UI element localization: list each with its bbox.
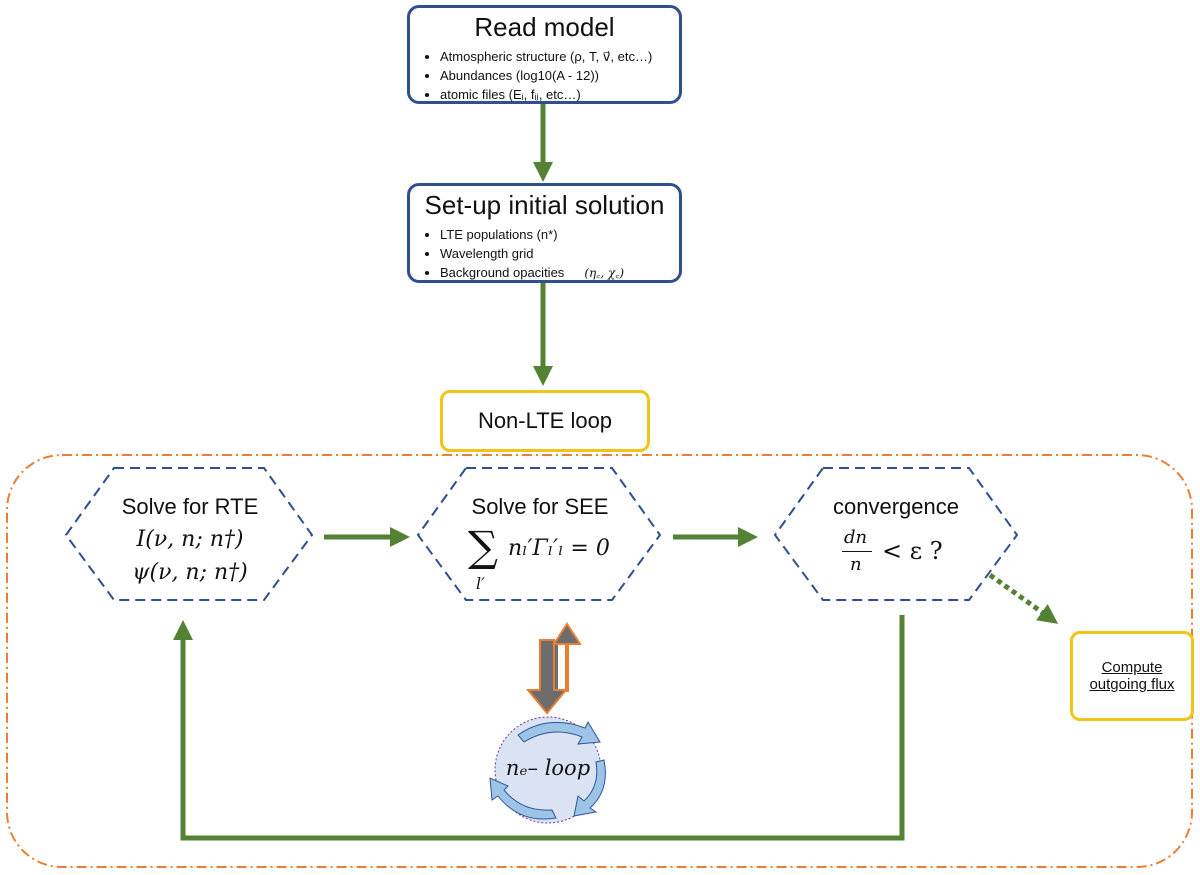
setup-item: LTE populations (n*) [440,225,673,244]
nonlte-loop-label: Non-LTE loop [477,408,613,433]
rte-equation-operator: ψ(ν, n; n†) [132,560,248,585]
see-equation-body: nₗ′Γₗ′ₗ = 0 [508,536,610,561]
rte-hexagon [64,467,314,601]
updown-exchange-icon [525,622,582,715]
arrow-feedback-loop [173,615,905,841]
convergence-fraction-bar [842,551,872,552]
read-model-list: Atmospheric structure (ρ, T, v⃗, etc…) A… [416,47,673,104]
setup-item: Background opacities (η꜀, χ꜀) [440,263,673,283]
opacities-note: (η꜀, χ꜀) [584,266,625,280]
nonlte-loop-box: Non-LTE loop [440,390,650,452]
convergence-hexagon [773,467,1019,601]
convergence-criterion: dn n < ε ? [830,527,980,587]
compute-flux-line2: outgoing flux [1089,676,1175,693]
see-equation: ∑ l′ nₗ′Γₗ′ₗ = 0 [460,522,640,602]
convergence-title: convergence [833,494,959,519]
read-model-item: Abundances (log10(A - 12)) [440,66,673,85]
setup-item-label: Background opacities [440,265,565,280]
setup-item: Wavelength grid [440,244,673,263]
convergence-condition: < ε ? [882,537,943,565]
rte-title: Solve for RTE [121,494,259,519]
read-model-box: Read model Atmospheric structure (ρ, T, … [407,5,682,104]
compute-flux-box: Compute outgoing flux [1070,631,1194,721]
see-sum-index: l′ [476,574,485,593]
read-model-item: Atmospheric structure (ρ, T, v⃗, etc…) [440,47,673,66]
ne-loop-label: nₑ– loop [505,756,591,780]
convergence-numerator: dn [844,527,868,548]
arrow-to-flux [988,572,1059,624]
setup-title: Set-up initial solution [424,190,665,220]
setup-box: Set-up initial solution LTE populations … [407,183,682,283]
convergence-denominator: n [850,554,862,575]
compute-flux-line1: Compute [1101,659,1163,676]
ne-loop-cycle-icon [489,716,606,824]
see-sum-symbol: ∑ [468,522,498,571]
read-model-item: atomic files (Eᵢ, fᵢⱼ, etc…) [440,85,673,104]
rte-equation-intensity: I(ν, n; n†) [136,527,244,552]
setup-list: LTE populations (n*) Wavelength grid Bac… [416,225,673,283]
see-hexagon [416,467,662,601]
nonlte-loop-container [6,454,1193,868]
see-title: Solve for SEE [471,494,609,519]
read-model-title: Read model [474,12,615,42]
